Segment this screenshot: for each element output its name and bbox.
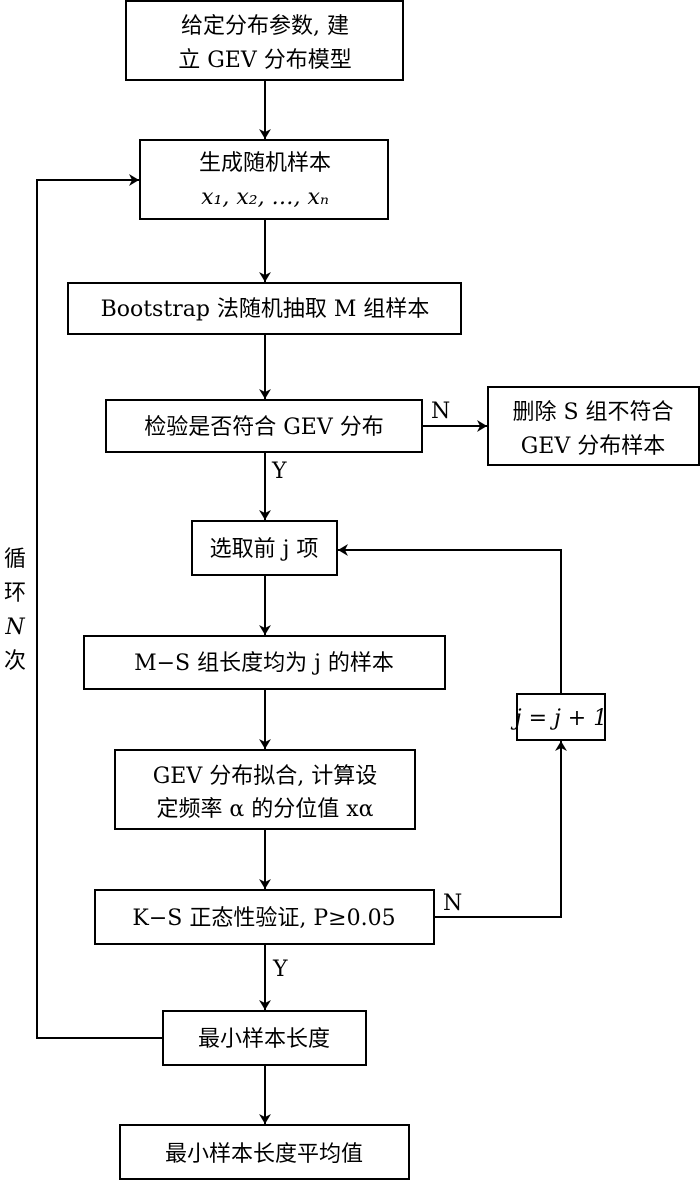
node-generate-line1: 生成随机样本 — [199, 151, 331, 176]
node-delete-line1: 删除 S 组不符合 — [512, 400, 673, 425]
node-increment-text: j = j + 1 — [510, 706, 607, 731]
node-fit-line1: GEV 分布拟合, 计算设 — [153, 764, 378, 789]
node-increment: j = j + 1 — [510, 693, 607, 741]
label-loop-char: 次 — [4, 649, 26, 674]
node-model-line1: 给定分布参数, 建 — [181, 14, 349, 39]
node-average-text: 最小样本长度平均值 — [165, 1142, 363, 1167]
label-check-yes: Y — [271, 459, 287, 484]
label-ks-yes: Y — [272, 957, 288, 982]
node-select-text: 选取前 j 项 — [210, 537, 319, 562]
node-delete: 删除 S 组不符合 GEV 分布样本 — [487, 386, 700, 466]
arrow-increment-select — [338, 544, 562, 694]
arrow-ks-increment — [434, 741, 567, 918]
label-ks-no: N — [443, 891, 462, 916]
node-generate: 生成随机样本 x₁, x₂, …, xₙ — [139, 139, 389, 220]
node-check: 检验是否符合 GEV 分布 — [105, 399, 423, 453]
node-generate-line2: x₁, x₂, …, xₙ — [201, 185, 329, 210]
label-loop-char: N — [4, 615, 25, 640]
node-min-length: 最小样本长度 — [162, 1010, 367, 1066]
node-bootstrap-text: Bootstrap 法随机抽取 M 组样本 — [101, 297, 430, 322]
node-model: 给定分布参数, 建 立 GEV 分布模型 — [125, 0, 404, 81]
node-ks: K−S 正态性验证, P≥0.05 — [94, 889, 435, 945]
node-delete-line2: GEV 分布样本 — [521, 434, 666, 459]
label-loop-char: 环 — [4, 581, 26, 606]
node-samples-text: M−S 组长度均为 j 的样本 — [134, 651, 394, 676]
node-samples: M−S 组长度均为 j 的样本 — [83, 635, 446, 690]
node-average: 最小样本长度平均值 — [119, 1124, 410, 1180]
label-check-no: N — [431, 399, 450, 424]
label-loop-n-times: 循 环 N 次 — [4, 547, 26, 674]
node-fit-line2: 定频率 α 的分位值 xα — [156, 797, 373, 822]
node-model-line2: 立 GEV 分布模型 — [178, 48, 352, 73]
connectors — [36, 80, 567, 1124]
arrow-loop-back — [36, 174, 163, 1039]
node-ks-text: K−S 正态性验证, P≥0.05 — [132, 906, 395, 931]
node-min-length-text: 最小样本长度 — [198, 1027, 330, 1052]
label-loop-char: 循 — [4, 547, 26, 572]
node-check-text: 检验是否符合 GEV 分布 — [144, 415, 384, 440]
node-select: 选取前 j 项 — [191, 520, 338, 576]
node-bootstrap: Bootstrap 法随机抽取 M 组样本 — [67, 282, 462, 335]
node-fit: GEV 分布拟合, 计算设 定频率 α 的分位值 xα — [114, 749, 416, 830]
